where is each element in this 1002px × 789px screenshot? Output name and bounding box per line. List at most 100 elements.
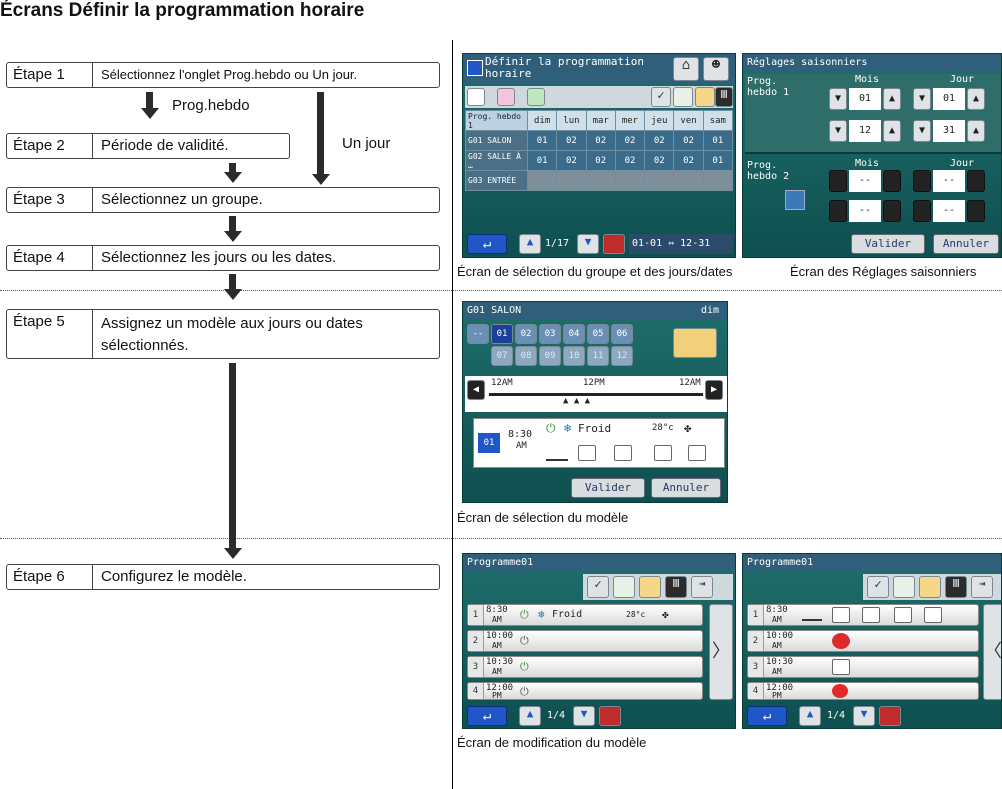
day-up-button[interactable] — [967, 170, 985, 192]
month-up-button[interactable] — [883, 170, 901, 192]
day-up-button[interactable]: ▲ — [967, 88, 985, 110]
pattern-cell[interactable]: 08 — [515, 346, 537, 366]
month-down-button[interactable] — [829, 200, 847, 222]
grid-cell[interactable]: 02 — [644, 150, 675, 171]
date-range[interactable]: 01-01 ⇔ 12-31 — [629, 234, 733, 254]
delete-icon[interactable]: Ⅲ — [945, 576, 967, 598]
paste-icon[interactable] — [919, 576, 941, 598]
page-down-button[interactable]: ▼ — [853, 706, 875, 726]
next-page-icon[interactable]: ⇥ — [971, 576, 993, 598]
program-row[interactable]: 2 10:00 AM — [747, 630, 979, 652]
pattern-cell[interactable]: 07 — [491, 346, 513, 366]
day-down-button[interactable] — [913, 200, 931, 222]
scroll-right-button[interactable]: 〉 — [709, 604, 733, 700]
program-row[interactable]: 4 12:00 PM ⏻ — [467, 682, 703, 700]
check-icon[interactable]: ✓ — [587, 576, 609, 598]
day-header[interactable]: jeu — [644, 110, 675, 131]
valider-button[interactable]: Valider — [851, 234, 925, 254]
grid-cell[interactable] — [702, 170, 734, 191]
day-header[interactable]: sam — [702, 110, 734, 131]
day-header[interactable]: dim — [526, 110, 558, 131]
day-up-button[interactable] — [967, 200, 985, 222]
back-button[interactable]: ↵ — [467, 706, 507, 726]
table-row[interactable]: G03 ENTRÉE — [465, 170, 734, 191]
table-row[interactable]: G02 SALLE À … 01 02 02 02 02 02 01 — [465, 150, 734, 171]
month-down-button[interactable] — [829, 170, 847, 192]
grid-cell[interactable]: 01 — [702, 130, 734, 151]
grid-cell[interactable] — [526, 170, 558, 191]
pattern-cell[interactable]: 06 — [611, 324, 633, 344]
grid-cell[interactable]: 01 — [526, 130, 558, 151]
pattern-cell[interactable]: 11 — [587, 346, 609, 366]
pattern-cell[interactable]: 03 — [539, 324, 561, 344]
day-down-button[interactable]: ▼ — [913, 88, 931, 110]
program-row[interactable]: 1 8:30 AM ⏻ ❄ Froid 28°c ✤ — [467, 604, 703, 626]
paste-icon[interactable] — [695, 87, 715, 107]
annuler-button[interactable]: Annuler — [651, 478, 721, 498]
pattern-cell[interactable]: 05 — [587, 324, 609, 344]
copy-icon[interactable] — [893, 576, 915, 598]
page-down-button[interactable]: ▼ — [577, 234, 599, 254]
program-row[interactable]: 3 10:30 AM — [747, 656, 979, 678]
scroll-left-button[interactable]: 〈 — [983, 604, 1001, 700]
month-down-button[interactable]: ▼ — [829, 88, 847, 110]
grid-cell[interactable]: 02 — [614, 130, 646, 151]
grid-cell[interactable] — [644, 170, 675, 191]
page-up-button[interactable]: ▲ — [519, 706, 541, 726]
month-down-button[interactable]: ▼ — [829, 120, 847, 142]
day-header[interactable]: ven — [673, 110, 704, 131]
grid-cell[interactable] — [585, 170, 616, 191]
timeline-next-button[interactable]: ▶ — [705, 380, 723, 400]
page-up-button[interactable]: ▲ — [799, 706, 821, 726]
day-up-button[interactable]: ▲ — [967, 120, 985, 142]
tab-prog-hebdo-1[interactable] — [467, 88, 485, 106]
program-row[interactable]: 1 8:30 AM — [747, 604, 979, 626]
grid-cell[interactable]: 02 — [673, 150, 704, 171]
disabled-icon[interactable] — [785, 190, 805, 210]
grid-cell[interactable] — [614, 170, 646, 191]
day-header[interactable]: mar — [585, 110, 616, 131]
delete-icon[interactable]: Ⅲ — [715, 87, 733, 107]
month-up-button[interactable]: ▲ — [883, 120, 901, 142]
grid-cell[interactable]: 02 — [556, 130, 587, 151]
annuler-button[interactable]: Annuler — [933, 234, 999, 254]
day-down-button[interactable] — [913, 170, 931, 192]
timeline-prev-button[interactable]: ◀ — [467, 380, 485, 400]
table-row[interactable]: G01 SALON 01 02 02 02 02 02 01 — [465, 130, 734, 151]
page-down-button[interactable]: ▼ — [573, 706, 595, 726]
day-header[interactable]: lun — [556, 110, 587, 131]
month-up-button[interactable]: ▲ — [883, 88, 901, 110]
pattern-cell[interactable]: -- — [467, 324, 489, 344]
grid-cell[interactable] — [556, 170, 587, 191]
pattern-cell[interactable]: 02 — [515, 324, 537, 344]
pattern-cell[interactable]: 09 — [539, 346, 561, 366]
grid-cell[interactable]: 02 — [644, 130, 675, 151]
grid-cell[interactable]: 02 — [673, 130, 704, 151]
tab-un-jour[interactable] — [527, 88, 545, 106]
next-page-icon[interactable]: ⇥ — [691, 576, 713, 598]
check-icon[interactable]: ✓ — [867, 576, 889, 598]
back-button[interactable]: ↵ — [747, 706, 787, 726]
grid-cell[interactable]: 02 — [585, 150, 616, 171]
day-header[interactable]: mer — [614, 110, 646, 131]
page-up-button[interactable]: ▲ — [519, 234, 541, 254]
delete-icon[interactable]: Ⅲ — [665, 576, 687, 598]
pattern-cell[interactable]: 12 — [611, 346, 633, 366]
pattern-cell-selected[interactable]: 01 — [491, 324, 513, 344]
user-icon[interactable]: ☻ — [703, 57, 729, 81]
pattern-cell[interactable]: 04 — [563, 324, 585, 344]
grid-cell[interactable]: 02 — [614, 150, 646, 171]
calendar-icon[interactable] — [603, 234, 625, 254]
month-up-button[interactable] — [883, 200, 901, 222]
edit-pattern-icon[interactable] — [673, 328, 717, 358]
copy-icon[interactable] — [673, 87, 693, 107]
tab-prog-hebdo-2[interactable] — [497, 88, 515, 106]
day-down-button[interactable]: ▼ — [913, 120, 931, 142]
home-icon[interactable]: ⌂ — [673, 57, 699, 81]
calendar-icon[interactable] — [599, 706, 621, 726]
grid-cell[interactable]: 02 — [585, 130, 616, 151]
valider-button[interactable]: Valider — [571, 478, 645, 498]
group-label[interactable]: G03 ENTRÉE — [465, 170, 528, 191]
grid-cell[interactable]: 02 — [556, 150, 587, 171]
grid-cell[interactable]: 01 — [702, 150, 734, 171]
